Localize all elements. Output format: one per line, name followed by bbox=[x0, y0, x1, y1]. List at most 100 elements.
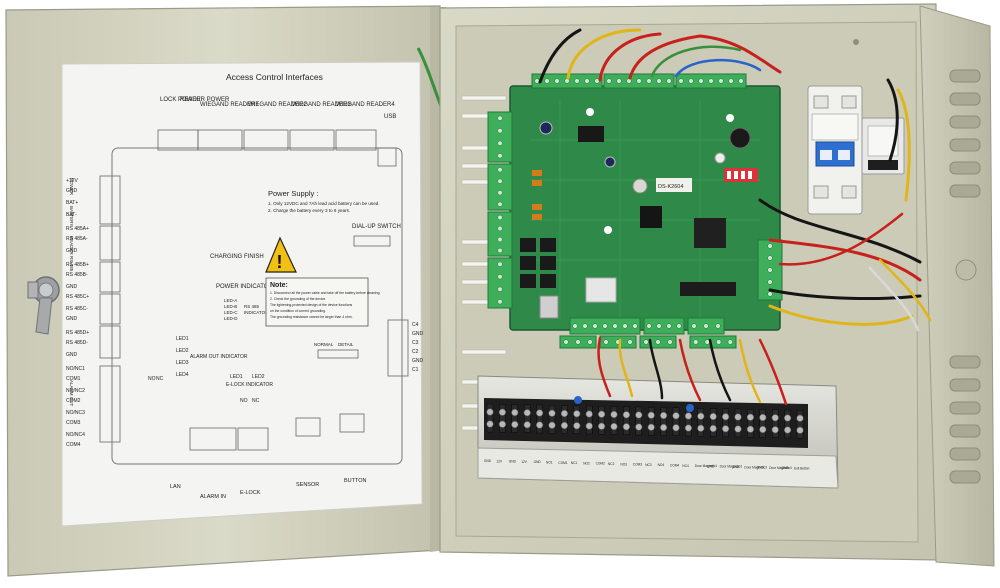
strip-screw[interactable] bbox=[498, 408, 507, 416]
terminal-screw[interactable] bbox=[497, 274, 503, 280]
strip-screw[interactable] bbox=[709, 412, 717, 421]
terminal-screw[interactable] bbox=[622, 323, 628, 329]
terminal-screw[interactable] bbox=[497, 115, 503, 121]
terminal-screw[interactable] bbox=[656, 78, 662, 84]
terminal-screw[interactable] bbox=[708, 78, 714, 84]
strip-screw[interactable] bbox=[511, 408, 519, 417]
strip-terminal[interactable] bbox=[672, 407, 680, 436]
terminal-screw[interactable] bbox=[572, 323, 578, 329]
strip-screw[interactable] bbox=[734, 425, 742, 433]
terminal-screw[interactable] bbox=[703, 323, 709, 329]
terminal-screw[interactable] bbox=[636, 78, 642, 84]
strip-terminal[interactable] bbox=[598, 406, 605, 435]
terminal-screw[interactable] bbox=[497, 247, 503, 254]
terminal-screw[interactable] bbox=[497, 167, 503, 173]
terminal-screw[interactable] bbox=[497, 190, 503, 196]
strip-terminal[interactable] bbox=[660, 407, 667, 436]
terminal-screw[interactable] bbox=[584, 78, 590, 84]
strip-terminal[interactable] bbox=[548, 405, 556, 434]
terminal-screw[interactable] bbox=[574, 78, 580, 84]
strip-terminal[interactable] bbox=[610, 406, 618, 435]
strip-terminal[interactable] bbox=[759, 409, 766, 438]
terminal-screw[interactable] bbox=[767, 255, 773, 261]
strip-terminal[interactable] bbox=[635, 406, 642, 436]
strip-terminal[interactable] bbox=[648, 407, 655, 436]
strip-screw[interactable] bbox=[672, 424, 680, 432]
strip-screw[interactable] bbox=[796, 426, 804, 434]
strip-screw[interactable] bbox=[684, 424, 693, 432]
strip-screw[interactable] bbox=[597, 410, 606, 418]
strip-screw[interactable] bbox=[548, 409, 556, 417]
strip-screw[interactable] bbox=[597, 422, 606, 430]
strip-terminal[interactable] bbox=[511, 404, 518, 433]
strip-screw[interactable] bbox=[511, 420, 519, 429]
strip-screw[interactable] bbox=[783, 414, 792, 422]
strip-screw[interactable] bbox=[535, 421, 544, 429]
terminal-screw[interactable] bbox=[564, 78, 570, 84]
strip-screw[interactable] bbox=[486, 408, 494, 416]
strip-terminal[interactable] bbox=[536, 404, 543, 434]
terminal-screw[interactable] bbox=[767, 279, 773, 285]
strip-terminal[interactable] bbox=[772, 409, 779, 438]
terminal-screw[interactable] bbox=[534, 78, 540, 84]
strip-screw[interactable] bbox=[697, 412, 705, 420]
strip-terminal[interactable] bbox=[486, 403, 494, 433]
terminal-screw[interactable] bbox=[497, 201, 503, 207]
strip-terminal[interactable] bbox=[784, 409, 791, 439]
strip-terminal[interactable] bbox=[734, 408, 742, 438]
strip-terminal[interactable] bbox=[623, 406, 630, 435]
strip-screw[interactable] bbox=[746, 425, 755, 433]
terminal-screw[interactable] bbox=[728, 78, 734, 84]
strip-screw[interactable] bbox=[635, 423, 643, 431]
terminal-screw[interactable] bbox=[497, 225, 503, 232]
strip-screw[interactable] bbox=[560, 421, 569, 430]
strip-screw[interactable] bbox=[647, 423, 655, 431]
strip-screw[interactable] bbox=[697, 424, 705, 432]
terminal-screw[interactable] bbox=[592, 323, 598, 329]
strip-screw[interactable] bbox=[573, 422, 581, 430]
terminal-screw[interactable] bbox=[646, 323, 652, 329]
strip-screw[interactable] bbox=[486, 420, 494, 428]
strip-screw[interactable] bbox=[585, 422, 593, 430]
strip-screw[interactable] bbox=[622, 423, 631, 431]
strip-screw[interactable] bbox=[635, 411, 643, 419]
strip-terminal[interactable] bbox=[561, 405, 568, 434]
strip-terminal[interactable] bbox=[697, 408, 704, 437]
strip-terminal[interactable] bbox=[796, 410, 804, 439]
terminal-screw[interactable] bbox=[497, 286, 503, 292]
strip-screw[interactable] bbox=[535, 409, 544, 417]
terminal-strip-screws[interactable] bbox=[486, 396, 804, 439]
door-lock[interactable] bbox=[27, 276, 60, 335]
terminal-block[interactable] bbox=[643, 317, 685, 335]
terminal-screw[interactable] bbox=[693, 339, 699, 345]
strip-screw[interactable] bbox=[573, 410, 581, 418]
strip-screw[interactable] bbox=[771, 414, 779, 422]
strip-screw[interactable] bbox=[796, 414, 804, 422]
strip-screw[interactable] bbox=[783, 426, 792, 434]
strip-screw[interactable] bbox=[672, 412, 680, 420]
strip-screw[interactable] bbox=[709, 424, 717, 433]
strip-screw[interactable] bbox=[684, 412, 693, 420]
terminal-screw[interactable] bbox=[716, 339, 722, 345]
strip-terminal[interactable] bbox=[747, 409, 754, 438]
terminal-screw[interactable] bbox=[497, 261, 503, 267]
terminal-screw[interactable] bbox=[698, 78, 704, 84]
terminal-screw[interactable] bbox=[643, 339, 649, 345]
strip-terminal[interactable] bbox=[710, 408, 717, 437]
strip-screw[interactable] bbox=[560, 409, 569, 418]
pcb-terminal-blocks[interactable] bbox=[487, 73, 783, 349]
terminal-screw[interactable] bbox=[666, 78, 672, 84]
terminal-screw[interactable] bbox=[497, 299, 503, 305]
strip-screw[interactable] bbox=[523, 409, 531, 417]
terminal-screw[interactable] bbox=[767, 291, 773, 297]
terminal-screw[interactable] bbox=[767, 267, 773, 273]
terminal-screw[interactable] bbox=[563, 339, 569, 345]
terminal-screw[interactable] bbox=[554, 78, 560, 84]
terminal-screw[interactable] bbox=[497, 128, 503, 134]
terminal-screw[interactable] bbox=[727, 339, 733, 345]
terminal-screw[interactable] bbox=[544, 78, 550, 84]
terminal-screw[interactable] bbox=[667, 339, 673, 345]
terminal-screw[interactable] bbox=[497, 178, 503, 184]
terminal-screw[interactable] bbox=[602, 323, 608, 329]
terminal-screw[interactable] bbox=[497, 214, 503, 221]
